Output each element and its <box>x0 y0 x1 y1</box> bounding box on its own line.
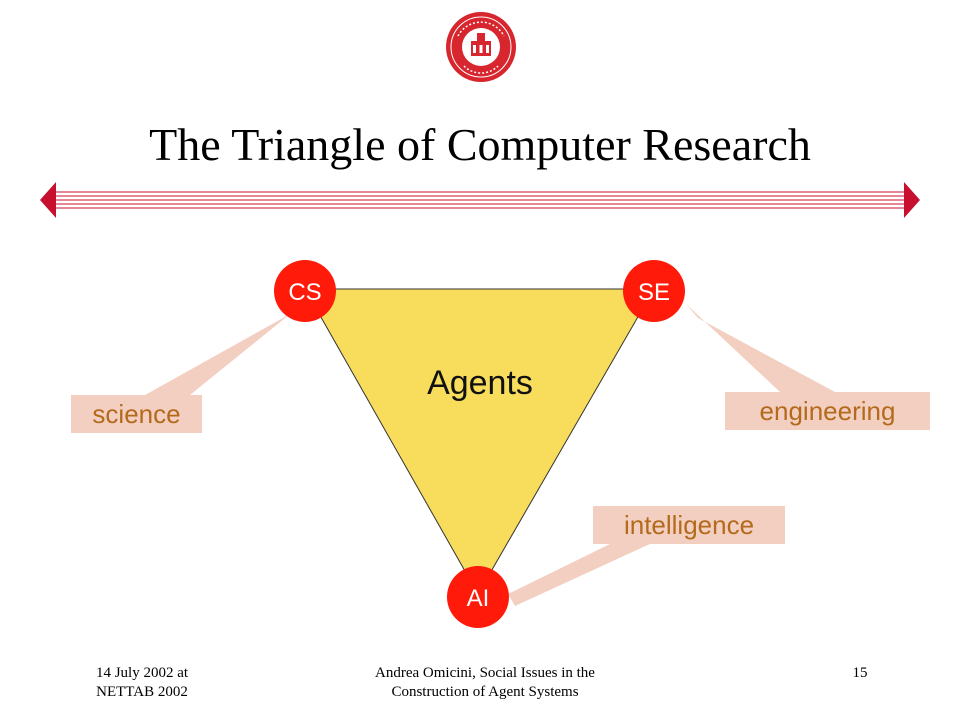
science-callout <box>145 306 300 395</box>
footer-date-line1: 14 July 2002 at <box>95 665 189 681</box>
right-arrowhead-icon <box>904 182 920 218</box>
node-cs-label: CS <box>288 279 321 306</box>
research-triangle <box>304 288 655 596</box>
intelligence-tag: intelligence <box>593 506 785 544</box>
divider-lines <box>50 191 910 209</box>
slide-title: The Triangle of Computer Research <box>149 119 811 170</box>
node-se-label: SE <box>638 279 670 306</box>
node-ai: AI <box>447 566 509 628</box>
engineering-callout <box>686 304 835 392</box>
page-number: 15 <box>852 665 868 681</box>
footer-date-line2: NETTAB 2002 <box>96 684 188 700</box>
university-seal-icon <box>446 12 516 82</box>
left-arrowhead-icon <box>40 182 56 218</box>
footer-author-line1: Andrea Omicini, Social Issues in the <box>375 665 595 681</box>
node-ai-label: AI <box>467 585 490 612</box>
footer-author: Andrea Omicini, Social Issues in the Con… <box>300 664 670 702</box>
footer-date: 14 July 2002 at NETTAB 2002 <box>62 664 222 702</box>
intelligence-callout <box>508 544 650 606</box>
engineering-tag: engineering <box>725 392 930 430</box>
triangle-center-label: Agents <box>427 364 533 402</box>
footer-author-line2: Construction of Agent Systems <box>391 684 579 700</box>
node-cs: CS <box>274 260 336 322</box>
science-tag: science <box>71 395 202 433</box>
node-se: SE <box>623 260 685 322</box>
